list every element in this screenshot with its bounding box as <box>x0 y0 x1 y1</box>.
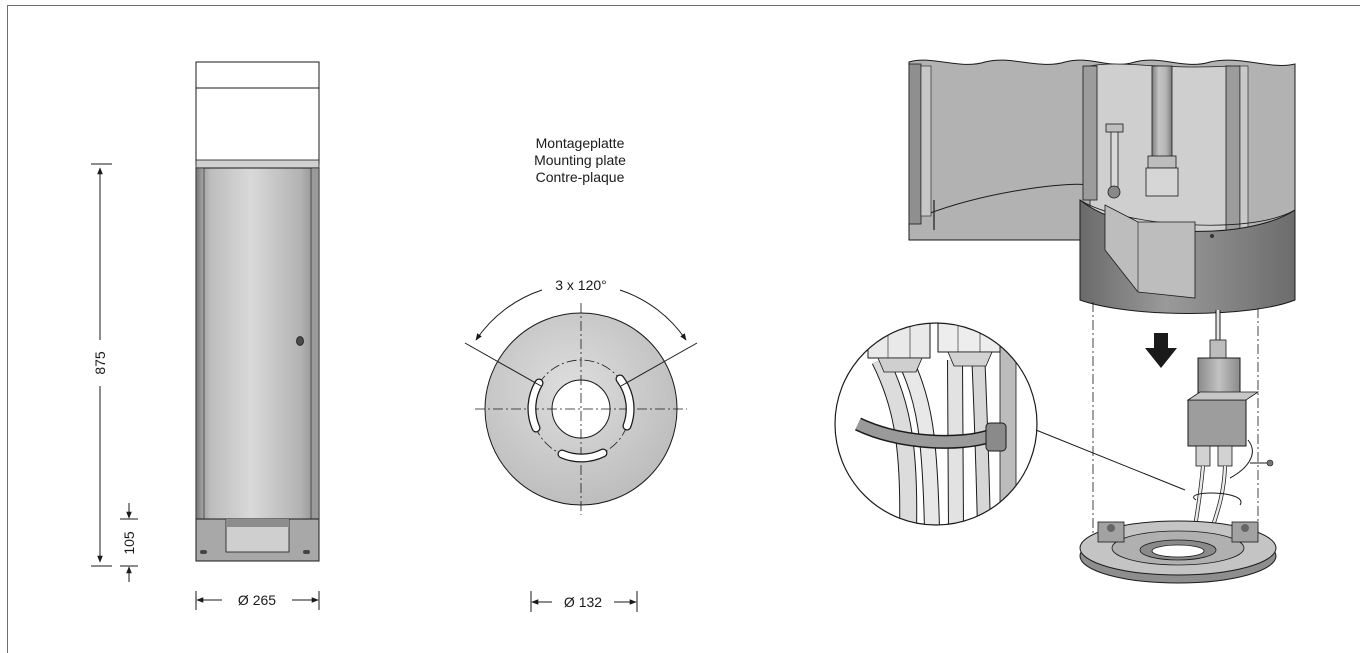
plate-diameter-label: Ø 132 <box>564 594 602 610</box>
detail-leader-line <box>1035 429 1186 491</box>
connector-assembly <box>1186 310 1274 549</box>
height-dimension-label: 875 <box>92 351 108 375</box>
down-arrow-icon <box>1145 333 1177 368</box>
plate-diameter-dimension: Ø 132 <box>530 591 638 612</box>
bollard-diameter-dimension: Ø 265 <box>195 591 320 610</box>
caption-line-fr: Contre-plaque <box>535 169 625 185</box>
mounting-plate-view: 3 x 120° <box>464 277 698 515</box>
installation-assembly-view <box>908 59 1296 314</box>
drawing-frame <box>7 5 1360 653</box>
alignment-lines <box>1092 302 1259 540</box>
mounting-plate-caption: Montageplatte Mounting plate Contre-plaq… <box>480 135 680 186</box>
base-height-dimension-label: 105 <box>121 531 137 555</box>
bollard-front-view <box>195 61 320 562</box>
angle-label: 3 x 120° <box>555 277 607 293</box>
height-dimension: 875 <box>91 163 112 567</box>
mounting-plate-perspective <box>1079 520 1277 584</box>
cable-tie-detail-view <box>834 322 1038 526</box>
caption-line-en: Mounting plate <box>534 152 626 168</box>
caption-line-de: Montageplatte <box>535 135 625 151</box>
bollard-diameter-label: Ø 265 <box>238 592 276 608</box>
base-height-dimension: 105 <box>120 503 138 582</box>
